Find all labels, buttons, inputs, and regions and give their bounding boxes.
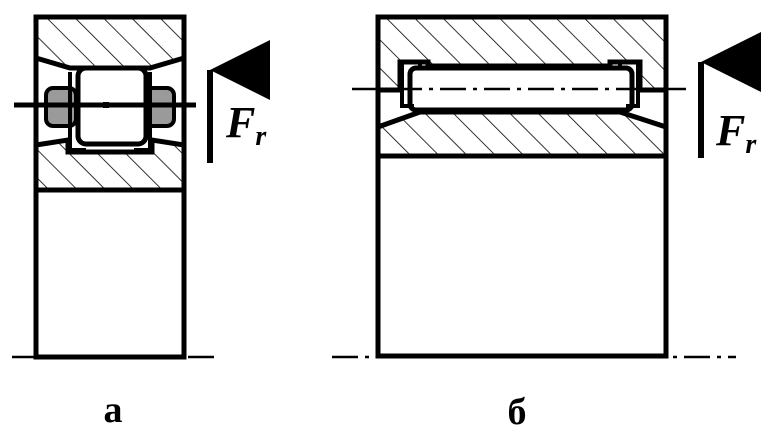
panel-a-shaft-body bbox=[33, 187, 187, 360]
panel-b-shaft-body bbox=[375, 153, 669, 359]
panel-b-caption: б bbox=[508, 391, 527, 433]
panel-b-force-label: Fr bbox=[715, 106, 757, 160]
panel-a-roller-flange-left bbox=[68, 72, 86, 152]
panel-a-caption: а bbox=[104, 389, 123, 431]
panel-b: Fr б bbox=[332, 14, 761, 433]
panel-a-roller-center-mark bbox=[103, 102, 109, 108]
panel-a-outer-ring bbox=[33, 14, 187, 71]
panel-a-roller-flange-right bbox=[134, 72, 152, 152]
panel-a-inner-ring bbox=[33, 137, 187, 193]
panel-b-left-cage bbox=[400, 60, 422, 108]
panel-b-right-cage bbox=[618, 60, 640, 108]
panel-b-inner-ring bbox=[375, 109, 669, 159]
panel-a-force-label: Fr bbox=[225, 98, 267, 152]
panel-a: Fr а bbox=[12, 14, 270, 431]
